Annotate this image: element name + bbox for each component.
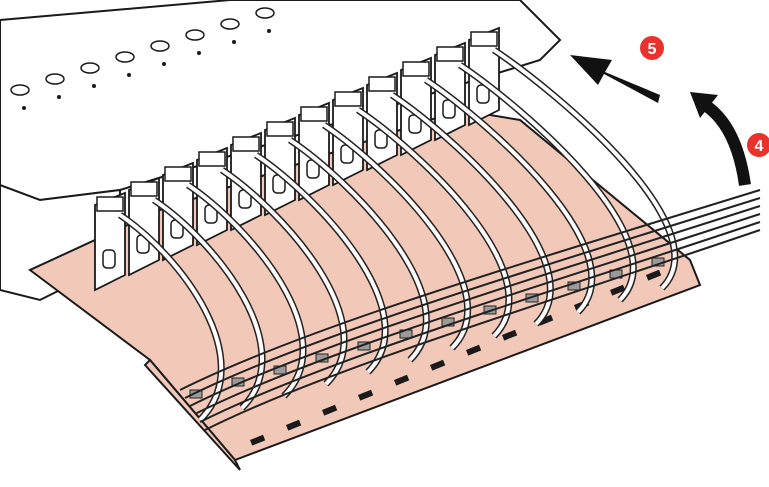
mounting-key: [255, 7, 275, 19]
latch-tab: [334, 91, 362, 107]
step-4-label: 4: [755, 138, 764, 155]
mounting-hole: [22, 106, 26, 110]
fiber-cables: [118, 47, 679, 423]
fiber-cable-core: [424, 78, 594, 314]
mounting-key: [10, 84, 30, 96]
mounting-hole: [127, 73, 131, 77]
straight-arrow-icon: [570, 55, 660, 103]
curved-arrow-icon: [690, 92, 751, 186]
latch-tab: [300, 106, 328, 122]
tray-slot: [286, 419, 302, 431]
latch-tab: [266, 121, 294, 137]
tray-slot: [322, 404, 338, 416]
cable-bundle: [179, 189, 761, 431]
fiber-cable-core: [220, 168, 346, 386]
mounting-key: [150, 40, 170, 52]
tray-slot: [610, 284, 626, 296]
latch-tab: [436, 46, 464, 62]
mounting-hole: [232, 40, 236, 44]
mounting-key: [220, 18, 240, 30]
latch-tab: [130, 181, 158, 197]
latch-tab: [164, 166, 192, 182]
mounting-key: [115, 51, 135, 63]
mounting-hole: [92, 84, 96, 88]
tray-slot: [538, 314, 554, 326]
fiber-cable-core: [152, 198, 265, 410]
step-5-callout: 5: [640, 36, 664, 60]
mounting-hole: [57, 95, 61, 99]
latch-tab: [96, 196, 124, 212]
fiber-cable-core: [492, 48, 677, 290]
tray-slot: [501, 329, 518, 341]
fiber-cable-core: [254, 153, 387, 374]
tray-slot: [646, 269, 662, 281]
tray-slot: [249, 434, 266, 446]
transceiver-modules: [94, 26, 500, 292]
tray-slot: [357, 389, 374, 401]
fiber-cable-core: [118, 213, 224, 422]
fiber-cable-core: [322, 123, 470, 350]
tray-slot: [393, 374, 410, 386]
cable-clip: [189, 389, 203, 399]
fiber-cable-core: [186, 183, 305, 398]
step-4-callout: 4: [747, 133, 769, 157]
mounting-key: [45, 73, 65, 85]
mounting-hole: [197, 51, 201, 55]
latch-tab: [198, 151, 226, 167]
latch-tab: [402, 61, 430, 77]
mounting-hole: [162, 62, 166, 66]
fiber-cable-core: [356, 108, 511, 338]
fiber-cable-core: [390, 93, 553, 326]
mounting-hole: [267, 29, 271, 33]
chassis-holes: [10, 7, 275, 110]
tray-slot: [465, 344, 482, 356]
mounting-key: [80, 62, 100, 74]
tray-slot: [430, 359, 446, 371]
port-opening: [102, 249, 116, 269]
mounting-key: [185, 29, 205, 41]
latch-tab: [232, 136, 260, 152]
step-5-label: 5: [648, 41, 657, 58]
latch-tab: [368, 76, 396, 92]
latch-tab: [470, 31, 498, 47]
